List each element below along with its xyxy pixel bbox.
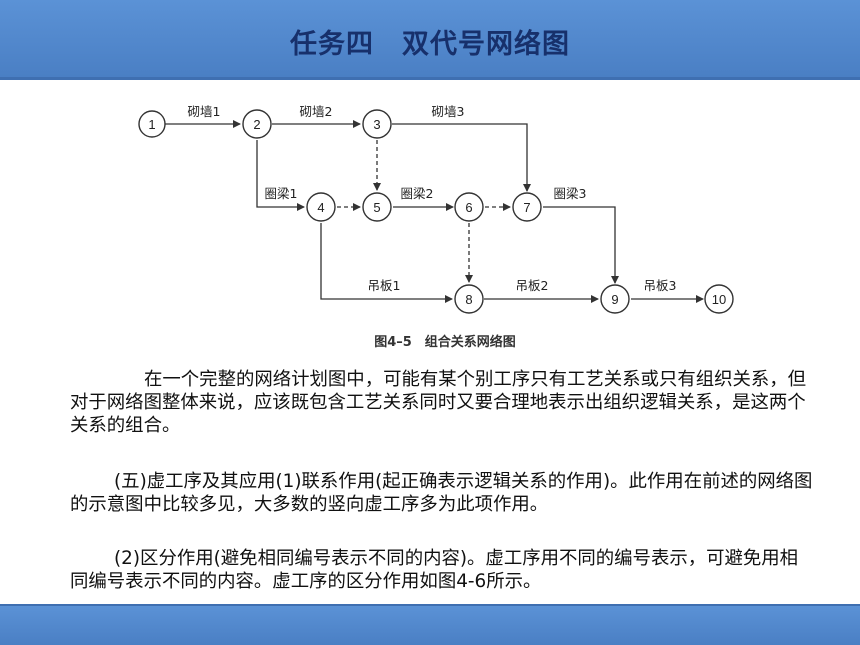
activity-label-beam-1: 圈梁1 xyxy=(265,186,298,201)
activity-label-wall-1: 砌墙1 xyxy=(188,104,221,119)
footer-bar xyxy=(0,604,860,645)
node-9 xyxy=(600,284,630,314)
node-label-5: 5 xyxy=(373,200,380,215)
arrow-3-7 xyxy=(392,123,531,192)
arrow-2-4 xyxy=(256,140,305,211)
arrow-7-9 xyxy=(543,206,619,284)
node-7 xyxy=(512,192,542,222)
paragraph-2: (五)虚工序及其应用(1)联系作用(起正确表示逻辑关系的作用)。此作用在前述的网… xyxy=(70,471,813,515)
activity-label-wall-2: 砌墙2 xyxy=(300,104,333,119)
activity-label-beam-2: 圈梁2 xyxy=(401,186,434,201)
arrow-4-8 xyxy=(320,223,453,303)
node-1 xyxy=(138,110,166,138)
node-8 xyxy=(454,284,484,314)
node-6 xyxy=(454,192,484,222)
node-label-2: 2 xyxy=(253,117,260,132)
activity-label-slab-3: 吊板3 xyxy=(644,278,677,293)
activity-label-slab-1: 吊板1 xyxy=(368,278,401,293)
node-3 xyxy=(362,109,392,139)
node-5 xyxy=(362,192,392,222)
node-10 xyxy=(704,284,734,314)
node-label-7: 7 xyxy=(523,200,530,215)
activity-label-beam-3: 圈梁3 xyxy=(554,186,587,201)
paragraph-3: (2)区分作用(避免相同编号表示不同的内容)。虚工序用不同的编号表示，可避免用相… xyxy=(70,548,799,592)
node-label-4: 4 xyxy=(317,200,324,215)
node-label-10: 10 xyxy=(712,292,726,307)
node-4 xyxy=(306,192,336,222)
network-diagram: 1 2 3 4 5 6 7 8 9 10 砌墙1 砌墙2 砌墙3 圈梁1 圈梁2… xyxy=(138,104,734,350)
paragraph-1: 在一个完整的网络计划图中，可能有某个别工序只有工艺关系或只有组织关系，但对于网络… xyxy=(70,369,807,436)
header-bar: 任务四 双代号网络图 xyxy=(0,0,860,80)
node-label-3: 3 xyxy=(373,117,380,132)
activity-label-wall-3: 砌墙3 xyxy=(432,104,465,119)
node-label-9: 9 xyxy=(611,292,618,307)
activity-label-slab-2: 吊板2 xyxy=(516,278,549,293)
node-label-6: 6 xyxy=(465,200,472,215)
page-title: 任务四 双代号网络图 xyxy=(290,29,570,60)
diagram-caption: 图4–5 组合关系网络图 xyxy=(374,334,516,350)
node-label-8: 8 xyxy=(465,292,472,307)
node-2 xyxy=(242,109,272,139)
node-label-1: 1 xyxy=(148,117,155,132)
